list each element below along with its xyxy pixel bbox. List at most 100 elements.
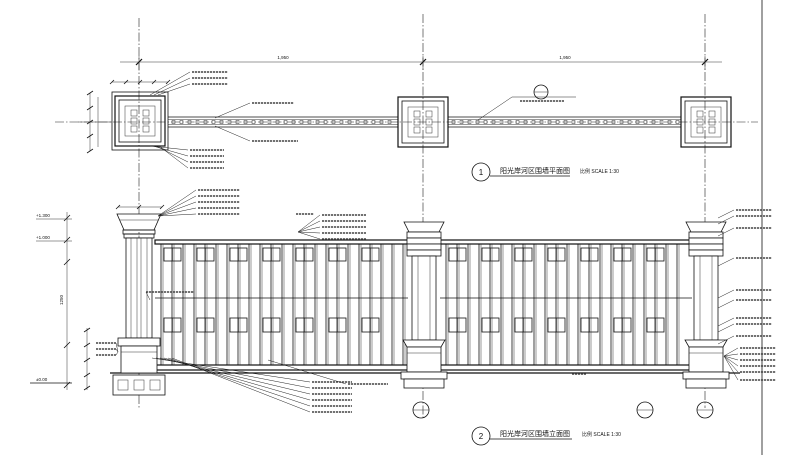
baluster-plan-section: [211, 120, 216, 124]
baluster-plan-section: [547, 120, 552, 124]
dimension-tick: [83, 327, 91, 333]
baluster-plan-section: [459, 120, 464, 124]
baluster-plan-section: [587, 120, 592, 124]
dimension-tick: [83, 357, 91, 363]
annotation-leader-line: [214, 102, 251, 119]
post-base-cap: [402, 339, 446, 348]
post-shaft: [693, 255, 719, 341]
anchor-bolt-plan: [708, 118, 716, 126]
post-plan-inner: [118, 99, 162, 143]
post-cap: [403, 221, 445, 233]
annotation-leader-line: [717, 209, 735, 219]
anchor-bolt-plan: [413, 118, 421, 126]
anchor-bolt-plan: [413, 126, 421, 134]
fence-plan-view: [78, 56, 732, 154]
baluster-plan-section: [579, 120, 584, 124]
anchor-bolt-plan: [413, 110, 421, 118]
baluster-plan-section: [171, 120, 176, 124]
annotation-leader-line: [157, 195, 197, 217]
post-plan-outline: [397, 96, 449, 148]
dimension-tick: [83, 342, 91, 348]
baluster-plan-section: [627, 120, 632, 124]
baluster-plan-section: [227, 120, 232, 124]
dimension-tick: [136, 204, 142, 210]
dimension-tick: [63, 341, 71, 349]
anchor-bolt-plan: [130, 117, 138, 125]
baluster-plan-section: [315, 120, 320, 124]
anchor-bolt-plan: [425, 110, 433, 118]
annotation-leader-line: [267, 359, 347, 385]
baluster-plan-section: [475, 120, 480, 124]
dimension-tick: [159, 204, 165, 210]
anchor-bolt-plan: [425, 118, 433, 126]
baluster-plan-section: [339, 120, 344, 124]
post-base-cap: [684, 339, 728, 348]
baluster-plan-section: [603, 120, 608, 124]
baluster-plan-section: [491, 120, 496, 124]
annotation-leader-line: [157, 201, 197, 217]
baluster-plan-section: [651, 120, 656, 124]
baluster-plan-section: [371, 120, 376, 124]
post-cap: [116, 213, 162, 231]
annotation-leader-line: [723, 355, 739, 361]
post-pedestal: [688, 346, 724, 373]
baluster-plan-section: [259, 120, 264, 124]
elevation-title: 阳光岸河区围墙立面图: [500, 429, 570, 438]
plan-dimension-label: 1,950: [559, 55, 571, 60]
baluster-plan-section: [635, 120, 640, 124]
plan-index-number: 1: [479, 168, 484, 177]
post-plan-core: [124, 105, 156, 137]
post-plan-inner: [684, 100, 728, 144]
post-cap-rib: [406, 249, 442, 257]
anchor-bolt-plan: [708, 110, 716, 118]
dimension-tick: [115, 204, 121, 210]
dimension-tick: [165, 79, 171, 85]
annotation-leader-line: [115, 351, 119, 356]
post-cap-rib: [406, 231, 442, 239]
dimension-tick: [63, 236, 71, 244]
anchor-bolt-plan: [142, 109, 150, 117]
baluster-plan-section: [571, 120, 576, 124]
dimension-tick: [83, 385, 91, 391]
baluster-plan-section: [515, 120, 520, 124]
baluster-plan-section: [347, 120, 352, 124]
dimension-tick: [63, 214, 71, 222]
baluster-plan-section: [595, 120, 600, 124]
annotation-leader-line: [157, 189, 197, 217]
anchor-bolt-plan: [708, 126, 716, 134]
baluster-plan-section: [643, 120, 648, 124]
annotation-leader-line: [723, 347, 739, 357]
annotation-leader-line: [297, 226, 321, 233]
annotation-leader-line: [155, 145, 189, 163]
post-base-cap: [117, 337, 161, 347]
post-cap-rib: [688, 231, 724, 239]
post-plan-core: [690, 106, 722, 138]
baluster-plan-section: [275, 120, 280, 124]
elevation-index-circle: [471, 426, 491, 446]
plan-title: 阳光岸河区围墙平面图: [500, 166, 570, 175]
anchor-bolt-plan: [130, 125, 138, 133]
post-cap-rib: [406, 243, 442, 251]
post-shaft: [411, 255, 437, 341]
baluster-plan-section: [387, 120, 392, 124]
post-footing: [112, 374, 166, 396]
dimension-tick: [151, 79, 157, 85]
annotation-leader-line: [717, 323, 735, 333]
annotation-leader-line: [115, 342, 119, 353]
dimension-tick: [137, 79, 143, 85]
post-plan-core: [407, 106, 439, 138]
annotation-leader-line: [297, 220, 321, 233]
baluster-plan-section: [667, 120, 672, 124]
annotation-leader-line: [717, 317, 735, 327]
baluster-plan-section: [243, 120, 248, 124]
post-foot: [682, 371, 730, 380]
baluster-plan-section: [451, 120, 456, 124]
annotation-leader-line: [171, 357, 311, 413]
plan-scale: 比例 SCALE 1:30: [580, 168, 619, 175]
baluster-plan-section: [611, 120, 616, 124]
annotation-leader-line: [717, 289, 735, 299]
annotation-leader-line: [723, 355, 739, 381]
anchor-bolt-plan: [142, 117, 150, 125]
baluster-plan-section: [179, 120, 184, 124]
